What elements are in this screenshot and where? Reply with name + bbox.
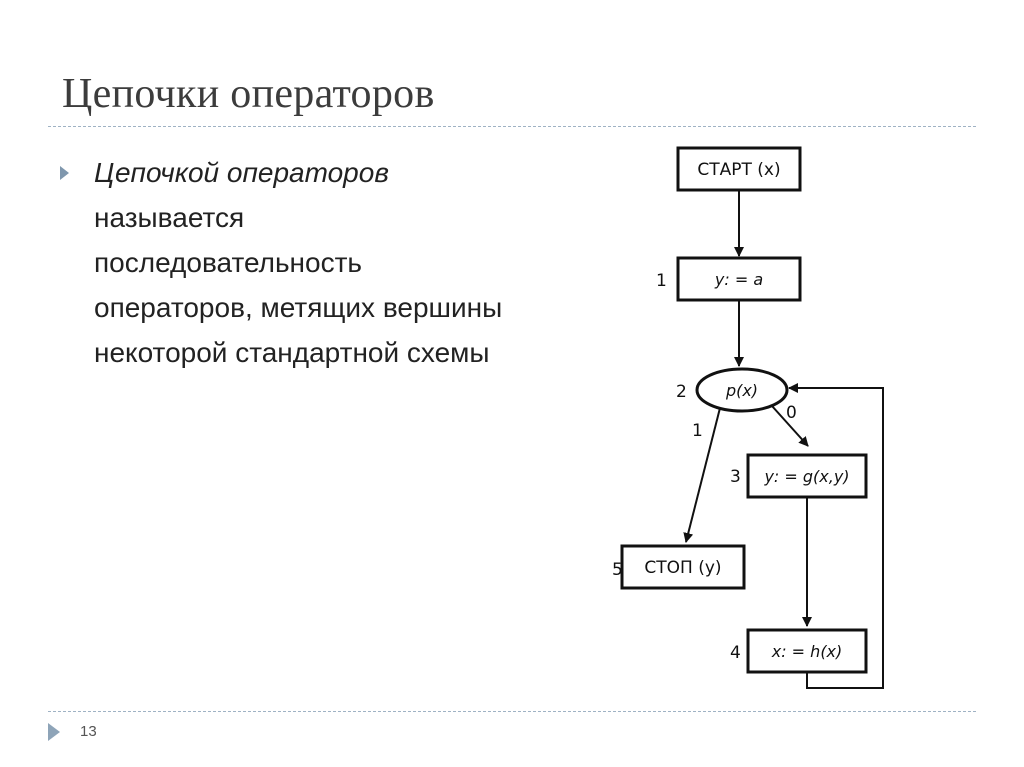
node-start-label: СТАРТ (x) (697, 160, 780, 180)
node-1-label: y: = a (714, 270, 763, 289)
bullet-item: Цепочкой операторов называется последова… (60, 150, 510, 375)
node-5-number: 5 (612, 560, 623, 580)
edge-false-label: 0 (786, 403, 797, 423)
node-2-number: 2 (676, 382, 687, 402)
node-2: 2 p(x) (676, 367, 789, 413)
bullet-emphasis: Цепочкой операторов (94, 157, 389, 188)
bullet-rest: называется последовательность операторов… (94, 202, 503, 368)
node-3-number: 3 (730, 467, 741, 487)
page-number: 13 (80, 723, 97, 740)
node-5-label: СТОП (y) (644, 558, 721, 578)
node-1-number: 1 (656, 271, 667, 291)
slide-title: Цепочки операторов (62, 71, 435, 117)
node-3: 3 y: = g(x,y) (730, 453, 868, 499)
bullet-arrow-icon (60, 166, 69, 180)
node-2-label: p(x) (725, 381, 758, 400)
node-4: 4 x: = h(x) (730, 628, 868, 674)
node-start: СТАРТ (x) (676, 146, 802, 192)
bullet-text: Цепочкой операторов называется последова… (94, 150, 510, 375)
edge-true-label: 1 (692, 421, 703, 441)
footer-arrow-icon (48, 723, 60, 741)
node-3-label: y: = g(x,y) (763, 467, 849, 486)
node-5: 5 СТОП (y) (612, 544, 746, 590)
node-1: 1 y: = a (656, 256, 802, 302)
edge-2-to-3 (771, 405, 809, 447)
flowchart: СТАРТ (x) 1 y: = a 2 p(x) 1 0 3 y: = g(x… (612, 146, 884, 689)
footer-divider (48, 711, 976, 712)
edge-4-to-2-loop (788, 383, 884, 689)
edge-2-to-5 (683, 407, 721, 543)
title-divider (48, 126, 976, 127)
node-4-number: 4 (730, 643, 741, 663)
node-4-label: x: = h(x) (771, 642, 843, 661)
